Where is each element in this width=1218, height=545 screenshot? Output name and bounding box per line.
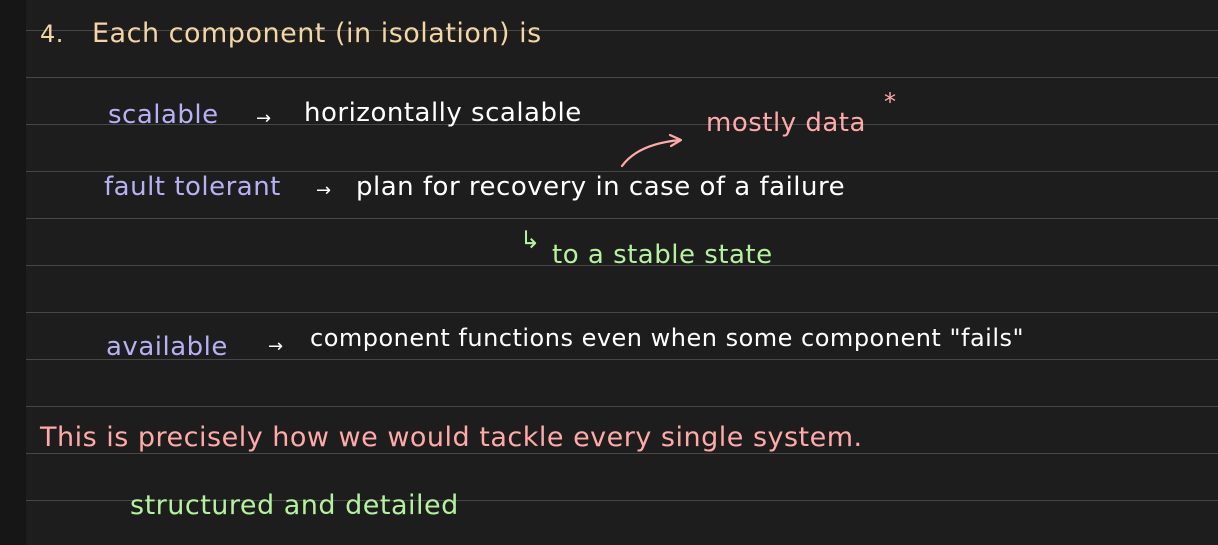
term-fault-tolerant: fault tolerant bbox=[104, 172, 281, 202]
rule-line bbox=[26, 312, 1218, 313]
description-fault-tolerant: plan for recovery in case of a failure bbox=[356, 172, 846, 202]
rule-line bbox=[26, 406, 1218, 407]
annotation-mostly-data: mostly data bbox=[706, 108, 866, 138]
rule-line bbox=[26, 124, 1218, 125]
rule-line bbox=[26, 359, 1218, 360]
description-scalable: horizontally scalable bbox=[304, 98, 582, 128]
annotation-stable-state: to a stable state bbox=[552, 240, 773, 270]
rule-line bbox=[26, 265, 1218, 266]
description-available: component functions even when some compo… bbox=[310, 324, 1025, 352]
arrow-icon: → bbox=[256, 108, 272, 129]
arrow-icon: → bbox=[268, 336, 284, 357]
rule-line bbox=[26, 500, 1218, 501]
conclusion-subline: structured and detailed bbox=[130, 490, 459, 521]
arrow-icon: → bbox=[316, 180, 332, 201]
page-margin bbox=[0, 0, 26, 545]
asterisk-icon: * bbox=[884, 88, 897, 116]
rule-line bbox=[26, 30, 1218, 31]
term-scalable: scalable bbox=[108, 100, 219, 130]
heading-number: 4. bbox=[40, 20, 64, 48]
heading-text: Each component (in isolation) is bbox=[92, 18, 542, 49]
curved-arrow-icon bbox=[620, 133, 683, 168]
rule-line bbox=[26, 453, 1218, 454]
term-available: available bbox=[106, 332, 228, 362]
hook-arrow-icon: ↳ bbox=[520, 226, 541, 254]
conclusion-line: This is precisely how we would tackle ev… bbox=[40, 422, 863, 453]
rule-line bbox=[26, 171, 1218, 172]
rule-line bbox=[26, 218, 1218, 219]
rule-line bbox=[26, 77, 1218, 78]
